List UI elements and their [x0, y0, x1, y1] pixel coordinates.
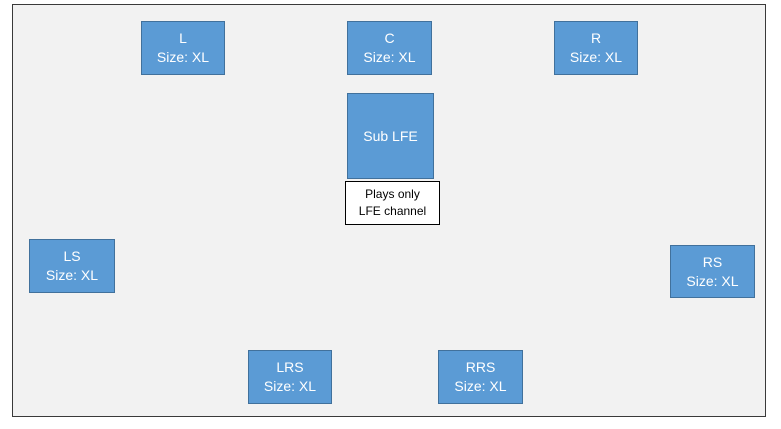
speaker-ls[interactable]: LS Size: XL	[29, 239, 115, 293]
sub-lfe-note-line2: LFE channel	[358, 204, 427, 218]
speaker-c[interactable]: C Size: XL	[347, 21, 432, 75]
sub-lfe-note-line1: Plays only	[365, 187, 420, 201]
speaker-rs-name: RS	[702, 253, 723, 270]
speaker-rrs[interactable]: RRS Size: XL	[438, 350, 523, 404]
speaker-sub-lfe[interactable]: Sub LFE	[347, 93, 434, 179]
speaker-lrs-size: Size: XL	[263, 378, 317, 394]
speaker-layout-canvas: L Size: XL C Size: XL R Size: XL Sub LFE…	[12, 4, 766, 417]
speaker-lrs[interactable]: LRS Size: XL	[248, 350, 332, 404]
speaker-ls-name: LS	[63, 248, 81, 264]
speaker-l-size: Size: XL	[156, 49, 210, 65]
speaker-c-size: Size: XL	[363, 49, 416, 65]
speaker-l-name: L	[179, 30, 187, 46]
sub-lfe-note: Plays only LFE channel	[345, 181, 440, 225]
speaker-r-size: Size: XL	[569, 49, 623, 65]
speaker-r[interactable]: R Size: XL	[554, 21, 638, 75]
speaker-rrs-size: Size: XL	[454, 378, 507, 394]
speaker-rs-size: Size: XL	[686, 272, 739, 289]
speaker-ls-size: Size: XL	[45, 267, 99, 283]
speaker-sub-lfe-name: Sub LFE	[363, 127, 418, 144]
speaker-rrs-name: RRS	[465, 359, 496, 375]
speaker-l[interactable]: L Size: XL	[141, 21, 225, 75]
speaker-r-name: R	[590, 30, 602, 46]
speaker-lrs-name: LRS	[276, 359, 304, 375]
speaker-c-name: C	[384, 30, 395, 46]
speaker-rs[interactable]: RS Size: XL	[670, 245, 755, 298]
